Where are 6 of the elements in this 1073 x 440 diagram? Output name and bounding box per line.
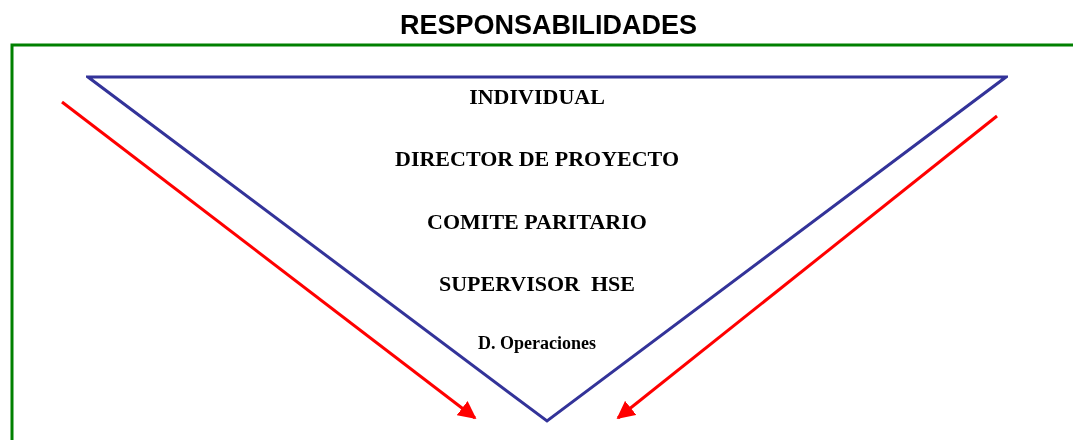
level-label: COMITE PARITARIO — [427, 209, 647, 235]
level-label: INDIVIDUAL — [469, 84, 605, 110]
level-label: D. Operaciones — [478, 333, 596, 354]
level-label: SUPERVISOR HSE — [438, 271, 636, 297]
level-label: DIRECTOR DE PROYECTO — [395, 146, 679, 172]
diagram-title: RESPONSABILIDADES — [400, 10, 698, 41]
